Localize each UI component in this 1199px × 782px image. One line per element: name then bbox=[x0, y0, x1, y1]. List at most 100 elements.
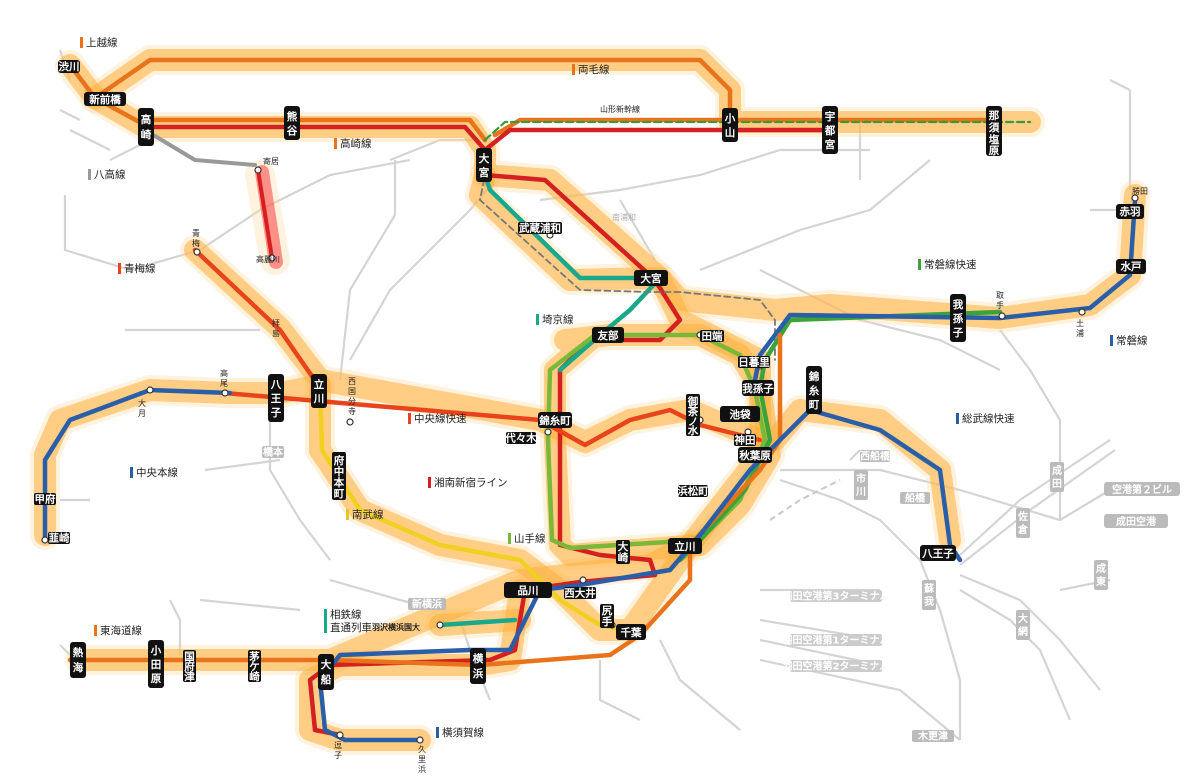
svg-text:高: 高 bbox=[141, 113, 152, 126]
station-omiya: 大宮 bbox=[476, 148, 492, 182]
label-chigasaki: 茅ケ崎 bbox=[248, 650, 261, 683]
svg-text:赤羽: 赤羽 bbox=[1120, 205, 1141, 218]
gray-soga: 蘇我 bbox=[922, 580, 936, 610]
label-kozu: 国府津 bbox=[183, 650, 196, 683]
station-hachioji: 八王子 bbox=[268, 374, 284, 422]
label-ome-station: 青梅 bbox=[192, 228, 200, 248]
svg-text:蘇: 蘇 bbox=[923, 582, 935, 595]
label-tsuchiura: 土浦 bbox=[1076, 318, 1084, 338]
svg-text:宮: 宮 bbox=[825, 138, 836, 151]
gray-haneda2: 羽田空港第2ターミナル bbox=[783, 660, 890, 673]
svg-text:西: 西 bbox=[348, 377, 356, 386]
route-ryomo bbox=[92, 57, 733, 125]
station-tomobe: 水戸 bbox=[1116, 259, 1146, 274]
gray-ichikawa: 市川 bbox=[854, 470, 868, 500]
svg-text:大: 大 bbox=[479, 152, 490, 165]
svg-text:横: 横 bbox=[473, 652, 484, 665]
svg-text:武蔵浦和: 武蔵浦和 bbox=[519, 222, 561, 235]
svg-text:府: 府 bbox=[334, 454, 345, 467]
svg-text:西大井: 西大井 bbox=[564, 587, 596, 600]
svg-text:浜: 浜 bbox=[473, 667, 484, 680]
label-nishioi: 西大井 bbox=[564, 587, 596, 600]
svg-text:久: 久 bbox=[418, 744, 426, 754]
label-nippori: 日暮里 bbox=[738, 356, 770, 369]
svg-text:都: 都 bbox=[824, 124, 836, 137]
label-kurihama: 久里浜 bbox=[418, 744, 426, 774]
svg-text:大: 大 bbox=[138, 398, 146, 408]
svg-text:王: 王 bbox=[271, 393, 282, 405]
station-shinagawa: 立川 bbox=[668, 538, 702, 554]
gray-minamiurawa: 南浦和 bbox=[612, 212, 636, 222]
svg-text:浜: 浜 bbox=[418, 764, 426, 774]
svg-text:網: 網 bbox=[1018, 625, 1028, 638]
svg-text:崎: 崎 bbox=[618, 551, 629, 564]
svg-text:大: 大 bbox=[321, 658, 332, 671]
svg-text:東: 東 bbox=[1096, 575, 1106, 588]
label-otsuki: 大月 bbox=[138, 398, 146, 418]
svg-text:海: 海 bbox=[73, 661, 84, 674]
station-odawara: 小田原 bbox=[148, 640, 164, 688]
svg-text:錦: 錦 bbox=[808, 370, 820, 383]
svg-text:町: 町 bbox=[809, 399, 820, 411]
svg-text:子: 子 bbox=[953, 327, 964, 339]
svg-text:水: 水 bbox=[687, 424, 699, 437]
svg-text:池袋: 池袋 bbox=[730, 408, 751, 421]
svg-text:甲府: 甲府 bbox=[35, 493, 56, 506]
svg-text:逗: 逗 bbox=[334, 741, 342, 750]
svg-text:小: 小 bbox=[724, 112, 736, 125]
svg-text:分: 分 bbox=[348, 397, 356, 406]
svg-text:品川: 品川 bbox=[518, 585, 539, 597]
svg-text:谷: 谷 bbox=[287, 124, 298, 137]
sotetsu-line1: 相鉄線 bbox=[330, 608, 362, 621]
svg-text:羽田空港第1ターミナル: 羽田空港第1ターミナル bbox=[783, 634, 890, 647]
svg-text:中: 中 bbox=[334, 465, 345, 478]
svg-text:渋川: 渋川 bbox=[59, 60, 80, 73]
svg-text:寺: 寺 bbox=[348, 407, 356, 416]
svg-text:中央線快速: 中央線快速 bbox=[414, 412, 467, 425]
svg-text:代々木: 代々木 bbox=[504, 432, 537, 445]
station-shibukawa: 渋川 bbox=[58, 60, 80, 73]
label-shitte: 尻手 bbox=[600, 604, 614, 628]
gray-sakura: 佐倉 bbox=[1016, 508, 1030, 538]
sotetsu-line2: 直通列車 bbox=[330, 621, 372, 634]
station-akabane: 大宮 bbox=[634, 270, 668, 286]
svg-text:大: 大 bbox=[618, 540, 629, 553]
label-ryomo: 両毛線 bbox=[572, 63, 610, 76]
major-stations[interactable]: 渋川 新前橋 大宮 赤羽 水戸 友部 我孫子 池袋 秋葉原 錦糸町 立川 八王子… bbox=[58, 60, 1146, 690]
svg-text:我: 我 bbox=[953, 298, 964, 311]
svg-text:浦: 浦 bbox=[1076, 328, 1084, 338]
svg-text:取: 取 bbox=[996, 291, 1004, 300]
svg-text:青: 青 bbox=[192, 228, 200, 238]
svg-text:熊: 熊 bbox=[287, 110, 298, 123]
label-yoyogi: 代々木 bbox=[504, 432, 537, 445]
svg-text:梅: 梅 bbox=[192, 238, 200, 248]
label-zushi: 逗子 bbox=[334, 741, 342, 760]
svg-text:国: 国 bbox=[348, 387, 356, 396]
svg-text:ノ: ノ bbox=[688, 416, 699, 428]
svg-text:新前橋: 新前橋 bbox=[89, 93, 121, 106]
svg-text:川: 川 bbox=[313, 393, 325, 405]
svg-text:津: 津 bbox=[184, 670, 195, 683]
label-takasaki: 高崎線 bbox=[334, 137, 372, 150]
label-kofu: 甲府 bbox=[34, 493, 56, 506]
station-ikebukuro: 友部 bbox=[592, 327, 624, 343]
svg-text:里: 里 bbox=[418, 755, 426, 764]
svg-text:原: 原 bbox=[151, 673, 162, 685]
label-osaki: 大崎 bbox=[616, 540, 630, 564]
gray-hashimoto: 橋本 bbox=[262, 446, 284, 459]
gray-naruto: 成東 bbox=[1094, 560, 1108, 590]
svg-text:高崎線: 高崎線 bbox=[340, 137, 372, 150]
station-ofuna: 大船 bbox=[318, 654, 334, 690]
svg-text:大: 大 bbox=[1018, 612, 1028, 625]
label-joban-rapid: 常磐線快速 bbox=[918, 258, 977, 271]
svg-text:羽田空港第2ターミナル: 羽田空港第2ターミナル bbox=[783, 660, 890, 673]
gray-naritaairport: 成田空港 bbox=[1104, 514, 1168, 528]
svg-text:山: 山 bbox=[725, 126, 736, 139]
svg-text:八: 八 bbox=[270, 379, 282, 391]
svg-text:尾: 尾 bbox=[220, 379, 228, 388]
svg-text:空港第２ビル: 空港第２ビル bbox=[1112, 483, 1172, 496]
label-takao: 高尾 bbox=[220, 368, 228, 388]
route-takasaki-orange bbox=[142, 117, 488, 143]
svg-text:韮崎: 韮崎 bbox=[49, 532, 70, 545]
